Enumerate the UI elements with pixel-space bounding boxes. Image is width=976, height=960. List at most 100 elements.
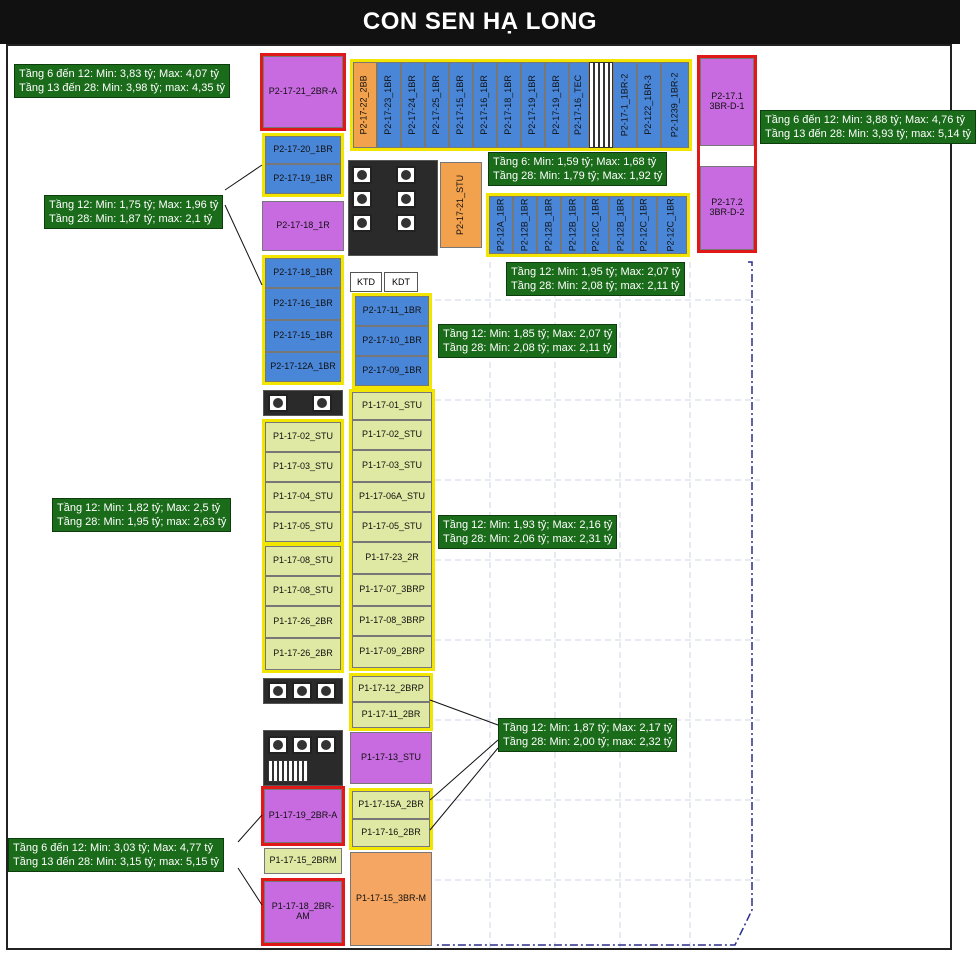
unit-right-col-3[interactable]: P1-17-06A_STU <box>352 482 432 512</box>
unit-p1-17-15-3br-m[interactable]: P1-17-15_3BR-M <box>350 852 432 946</box>
unit-mid-row-1[interactable]: P2-12B_1BR <box>513 196 537 254</box>
unit-left-col-3[interactable]: P1-17-05_STU <box>265 512 341 542</box>
unit-p2-17-21-2br-a[interactable]: P2-17-21_2BR-A <box>263 56 343 128</box>
yellow-group-mid-row <box>486 193 690 257</box>
unit-top-row-7[interactable]: P2-17-19_1BR <box>521 62 545 148</box>
fan-icon <box>268 682 288 700</box>
unit-p2-17-20-1br[interactable]: P2-17-20_1BR <box>265 136 341 164</box>
page-title: CON SEN HẠ LONG <box>0 0 960 44</box>
price-label-p2-col: Tầng 12: Min: 1,85 tỷ; Max: 2,07 tỷ Tầng… <box>438 324 618 358</box>
yellow-group-p2-left-bottom <box>262 255 344 385</box>
fan-icon <box>316 736 336 754</box>
unit-top-row-1[interactable]: P2-17-23_1BR <box>377 62 401 148</box>
unit-left-col-2[interactable]: P1-17-04_STU <box>265 482 341 512</box>
fan-icon <box>312 394 332 412</box>
unit-p1-17-12-2brp[interactable]: P1-17-12_2BRP <box>352 676 430 702</box>
unit-top-row-8[interactable]: P2-17-19_1BR <box>545 62 569 148</box>
unit-right-col-7[interactable]: P1-17-08_3BRP <box>352 606 432 636</box>
unit-top-row-12[interactable]: P2-122_1BR-3 <box>637 62 661 148</box>
yellow-group-p1-left-bottom <box>262 543 344 673</box>
price-line: Tầng 28: Min: 2,00 tỷ; max: 2,32 tỷ <box>503 736 673 748</box>
unit-right-col-0[interactable]: P1-17-01_STU <box>352 392 432 420</box>
price-line: Tầng 28: Min: 1,95 tỷ; max: 2,63 tỷ <box>57 516 227 528</box>
unit-p2-17-18-1br[interactable]: P2-17-18_1BR <box>265 258 341 288</box>
unit-right-col-8[interactable]: P1-17-09_2BRP <box>352 636 432 668</box>
unit-right-col-2[interactable]: P1-17-03_STU <box>352 450 432 482</box>
stairs-lower <box>268 760 308 782</box>
price-line: Tầng 28: Min: 2,06 tỷ; max: 2,31 tỷ <box>443 533 613 545</box>
unit-p2-17-11-1br[interactable]: P2-17-11_1BR <box>355 296 429 326</box>
unit-mid-row-6[interactable]: P2-12C_1BR <box>633 196 657 254</box>
unit-left-col-4[interactable]: P1-17-08_STU <box>265 546 341 576</box>
yellow-group-p1-right <box>349 389 435 671</box>
unit-right-col-1[interactable]: P1-17-02_STU <box>352 420 432 450</box>
unit-mid-row-5[interactable]: P2-12B_1BR <box>609 196 633 254</box>
unit-left-col-0[interactable]: P1-17-02_STU <box>265 422 341 452</box>
price-label-mid-row: Tầng 12: Min: 1,95 tỷ; Max: 2,07 tỷ Tầng… <box>506 262 686 296</box>
yellow-group-p2-right-col <box>352 293 432 389</box>
unit-left-col-7[interactable]: P1-17-26_2BR <box>265 638 341 670</box>
fan-icon <box>396 166 416 184</box>
price-label-top-right: Tầng 6 đến 12: Min: 3,88 tỷ; Max: 4,76 t… <box>760 110 976 144</box>
fan-icon <box>292 682 312 700</box>
yellow-group-p1-lower-b <box>349 788 433 850</box>
unit-mid-row-4[interactable]: P2-12C_1BR <box>585 196 609 254</box>
unit-mid-row-7[interactable]: P2-12C_1BR <box>657 196 687 254</box>
unit-mid-row-2[interactable]: P2-12B_1BR <box>537 196 561 254</box>
unit-p2-17-1-3br-d-1[interactable]: P2-17.1 3BR-D-1 <box>700 58 754 146</box>
unit-p1-17-15-2brm[interactable]: P1-17-15_2BRM <box>264 848 342 874</box>
unit-p2-17-09-1br[interactable]: P2-17-09_1BR <box>355 356 429 386</box>
price-line: Tầng 28: Min: 1,87 tỷ; max: 2,1 tỷ <box>49 213 213 225</box>
unit-mid-row-0[interactable]: P2-12A_1BR <box>489 196 513 254</box>
unit-left-col-6[interactable]: P1-17-26_2BR <box>265 606 341 638</box>
price-line: Tầng 12: Min: 1,93 tỷ; Max: 2,16 tỷ <box>443 519 613 531</box>
unit-p1-17-16-2br[interactable]: P1-17-16_2BR <box>352 819 430 847</box>
unit-left-col-1[interactable]: P1-17-03_STU <box>265 452 341 482</box>
unit-left-col-5[interactable]: P1-17-08_STU <box>265 576 341 606</box>
unit-p2-17-16-1br[interactable]: P2-17-16_1BR <box>265 288 341 320</box>
unit-p2-17-10-1br[interactable]: P2-17-10_1BR <box>355 326 429 356</box>
unit-p2-17-12a-1br[interactable]: P2-17-12A_1BR <box>265 352 341 382</box>
unit-top-row-9[interactable]: P2-17-16_TEC <box>569 62 589 148</box>
red-group-bottom-left-b <box>261 878 345 946</box>
price-line: Tầng 13 đến 28: Min: 3,93 tỷ; max: 5,14 … <box>765 128 972 140</box>
unit-top-row-3[interactable]: P2-17-25_1BR <box>425 62 449 148</box>
unit-p2-17-21-stu[interactable]: P2-17-21_STU <box>440 162 482 248</box>
yellow-group-p2-left-top <box>262 133 344 197</box>
unit-p1-17-13-stu[interactable]: P1-17-13_STU <box>350 732 432 784</box>
price-label-top-left: Tầng 6 đến 12: Min: 3,83 tỷ; Max: 4,07 t… <box>14 64 231 98</box>
unit-top-row-2[interactable]: P2-17-24_1BR <box>401 62 425 148</box>
unit-top-row-5[interactable]: P2-17-16_1BR <box>473 62 497 148</box>
unit-right-col-5[interactable]: P1-17-23_2R <box>352 542 432 574</box>
yellow-group-p1-lower-a <box>349 673 433 731</box>
unit-p2-17-18-1r[interactable]: P2-17-18_1R <box>262 201 344 251</box>
unit-right-col-6[interactable]: P1-17-07_3BRP <box>352 574 432 606</box>
unit-p1-17-11-2br[interactable]: P1-17-11_2BR <box>352 702 430 728</box>
yellow-group-top-row <box>350 59 692 151</box>
unit-p1-17-18-2br-am[interactable]: P1-17-18_2BR-AM <box>264 881 342 943</box>
fan-icon <box>316 682 336 700</box>
price-line: Tầng 28: Min: 1,79 tỷ; Max: 1,92 tỷ <box>493 170 663 182</box>
room-ktd: KTD <box>350 272 382 292</box>
price-label-bottom-left: Tầng 6 đến 12: Min: 3,03 tỷ; Max: 4,77 t… <box>8 838 225 872</box>
unit-right-col-4[interactable]: P1-17-05_STU <box>352 512 432 542</box>
unit-p2-17-2-3br-d-2[interactable]: P2-17.2 3BR-D-2 <box>700 166 754 250</box>
fan-icon <box>396 190 416 208</box>
unit-top-row-11[interactable]: P2-17-1_1BR-2 <box>613 62 637 148</box>
unit-top-row-6[interactable]: P2-17-18_1BR <box>497 62 521 148</box>
unit-p2-17-19-1br[interactable]: P2-17-19_1BR <box>265 164 341 194</box>
unit-p2-17-22-2bb[interactable]: P2-17-22_2BB <box>353 62 377 148</box>
unit-p1-17-15a-2br[interactable]: P1-17-15A_2BR <box>352 791 430 819</box>
price-label-left-mid: Tầng 12: Min: 1,75 tỷ; Max: 1,96 tỷ Tầng… <box>44 195 224 229</box>
fan-icon <box>268 394 288 412</box>
price-line: Tầng 28: Min: 2,08 tỷ; max: 2,11 tỷ <box>511 280 680 292</box>
unit-top-row-4[interactable]: P2-17-15_1BR <box>449 62 473 148</box>
price-line: Tầng 13 đến 28: Min: 3,98 tỷ; max: 4,35 … <box>19 82 226 94</box>
unit-p2-17-15-1br[interactable]: P2-17-15_1BR <box>265 320 341 352</box>
unit-mid-row-3[interactable]: P2-12B_1BR <box>561 196 585 254</box>
unit-p1-17-19-2br-a[interactable]: P1-17-19_2BR-A <box>264 789 342 843</box>
fan-icon <box>352 166 372 184</box>
unit-top-row-13[interactable]: P2-1239_1BR-2 <box>661 62 689 148</box>
price-line: Tầng 12: Min: 1,82 tỷ; Max: 2,5 tỷ <box>57 502 221 514</box>
